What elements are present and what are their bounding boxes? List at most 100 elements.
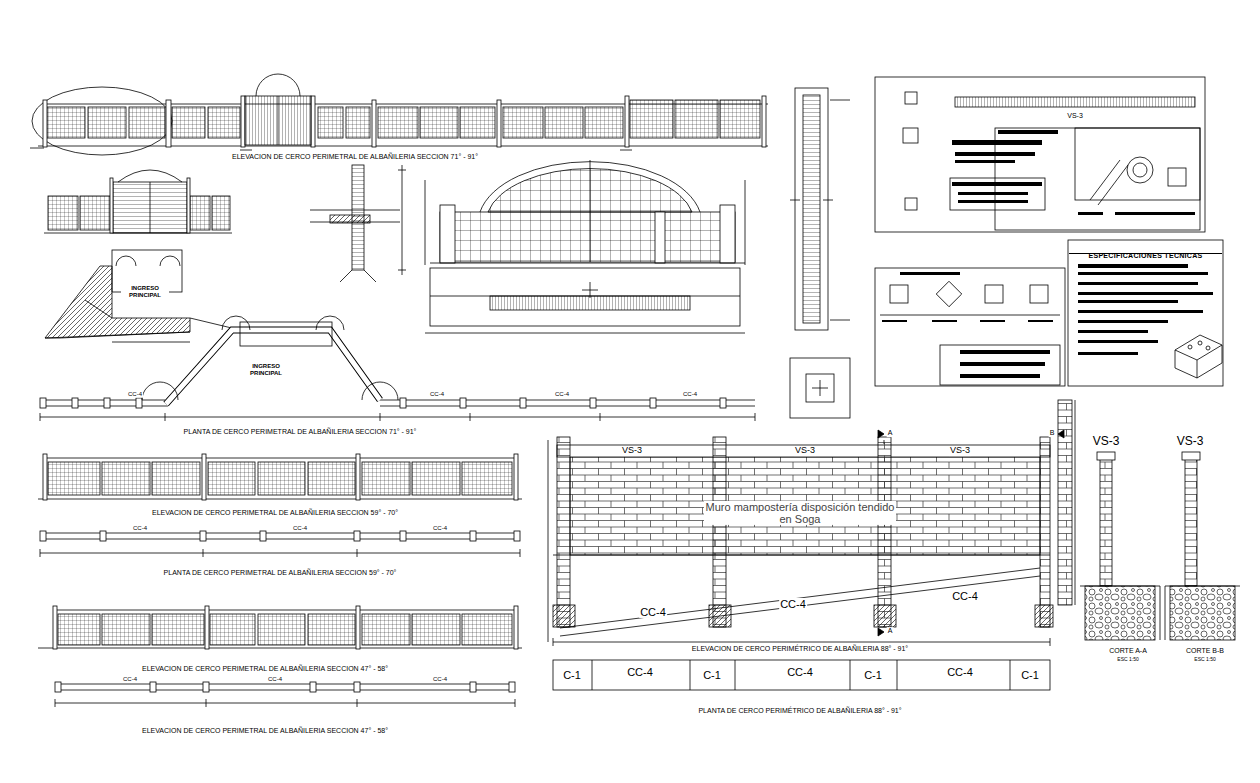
drawing-line xyxy=(53,606,57,649)
drawing-line xyxy=(356,606,360,649)
drawing-line xyxy=(1080,586,1160,640)
drawing-line xyxy=(203,682,209,692)
drawing-line xyxy=(166,100,171,147)
drawing-line xyxy=(85,300,240,330)
drawing-line xyxy=(55,682,61,692)
drawing-line xyxy=(362,614,410,645)
drawing-line xyxy=(720,100,760,138)
drawing-line xyxy=(553,605,1053,627)
drawing-line xyxy=(54,610,518,611)
beam-tag: CC-4 xyxy=(429,391,445,398)
beam-tag: CC-4 xyxy=(432,525,448,532)
drawing-line xyxy=(1068,240,1223,386)
detail-sheet xyxy=(875,77,1223,386)
drawing-line xyxy=(955,160,1015,163)
beam-tag: CC-4 xyxy=(786,666,814,678)
drawing-line xyxy=(47,100,760,138)
area-label: INGRESO PRINCIPAL xyxy=(121,285,169,298)
drawing-line xyxy=(150,682,156,692)
beam-tag: VS-3 xyxy=(621,446,643,456)
drawing-line xyxy=(354,682,360,692)
drawing-caption: ELEVACION DE CERCO PERIMETRAL DE ALBAÑIL… xyxy=(231,153,479,161)
drawing-line xyxy=(310,682,316,692)
drawing-line xyxy=(1165,586,1240,640)
drawing-line xyxy=(53,606,518,649)
drawing-line xyxy=(1075,128,1200,200)
drawing-line xyxy=(222,316,344,330)
section-marker: A xyxy=(887,627,894,635)
beam-tag: CC-4 xyxy=(639,606,667,618)
drawing-line xyxy=(208,107,240,138)
drawing-line xyxy=(72,398,78,408)
beam-tag: CC-4 xyxy=(779,598,807,610)
drawing-line xyxy=(346,107,370,138)
drawing-line xyxy=(905,198,917,210)
drawing-line xyxy=(460,398,466,408)
drawing-line xyxy=(509,682,515,692)
drawing-line xyxy=(152,462,200,495)
drawing-line xyxy=(950,178,1045,210)
drawing-line xyxy=(958,200,1028,203)
scale-note: ESC 1:50 xyxy=(1116,657,1139,663)
beam-tag: CC-4 xyxy=(951,590,979,602)
drawing-line xyxy=(48,462,512,495)
drawing-line xyxy=(113,182,187,233)
drawing-line xyxy=(1198,341,1202,345)
drawing-line xyxy=(655,212,665,263)
column-section xyxy=(790,88,850,418)
section-title: CORTE A-A xyxy=(1108,647,1148,655)
drawing-line xyxy=(310,210,400,222)
drawing-line xyxy=(650,398,656,408)
drawing-line xyxy=(462,614,512,645)
drawing-line xyxy=(960,350,1050,354)
drawing-line xyxy=(553,638,1050,646)
drawing-line xyxy=(590,398,596,408)
drawing-line xyxy=(875,77,1205,232)
drawing-line xyxy=(1058,400,1072,605)
drawing-line xyxy=(1078,282,1198,285)
drawing-line xyxy=(878,437,891,627)
drawing-line xyxy=(1035,605,1053,627)
drawing-line xyxy=(166,330,380,404)
drawing-line xyxy=(210,614,255,645)
section-marker: B xyxy=(1049,429,1056,437)
drawing-line xyxy=(48,196,78,230)
drawing-line xyxy=(48,462,100,495)
wall-note: Muro mampostería disposición tendido en … xyxy=(704,501,896,525)
drawing-line xyxy=(1078,310,1203,313)
fence-elevation xyxy=(38,454,522,500)
drawing-line xyxy=(1133,163,1147,177)
drawing-line xyxy=(1168,168,1186,186)
drawing-line xyxy=(440,205,735,263)
drawing-line xyxy=(136,398,142,408)
drawing-line xyxy=(260,531,266,541)
column-detail xyxy=(310,165,406,282)
entrance-perspective xyxy=(45,250,240,342)
drawing-caption: PLANTA DE CERCO PERIMÉTRICO DE ALBAÑILER… xyxy=(697,707,902,715)
drawing-line xyxy=(460,107,495,138)
drawing-line xyxy=(202,454,206,500)
drawing-line xyxy=(878,430,1064,636)
beam-tag: CC-4 xyxy=(682,391,698,398)
drawing-line xyxy=(240,322,332,346)
column-tag: C-1 xyxy=(702,669,722,681)
drawing-line xyxy=(129,107,165,138)
drawing-caption: PLANTA DE CERCO PERIMETRAL DE ALBAÑILERI… xyxy=(183,428,418,436)
drawing-line xyxy=(172,107,205,138)
drawing-line xyxy=(462,462,512,495)
drawing-line xyxy=(998,130,1058,134)
drawing-line xyxy=(88,107,126,138)
drawing-line xyxy=(720,205,735,263)
beam-tag: CC-4 xyxy=(132,525,148,532)
drawing-line xyxy=(1078,300,1178,303)
drawing-line xyxy=(58,614,512,645)
drawing-line xyxy=(1040,437,1050,627)
drawing-line xyxy=(400,531,406,541)
drawing-line xyxy=(960,374,1040,378)
drawing-line xyxy=(713,437,726,627)
drawing-line xyxy=(40,533,520,553)
drawing-line xyxy=(548,440,549,642)
wall-elevation xyxy=(548,400,1075,646)
drawing-line xyxy=(560,576,1040,636)
